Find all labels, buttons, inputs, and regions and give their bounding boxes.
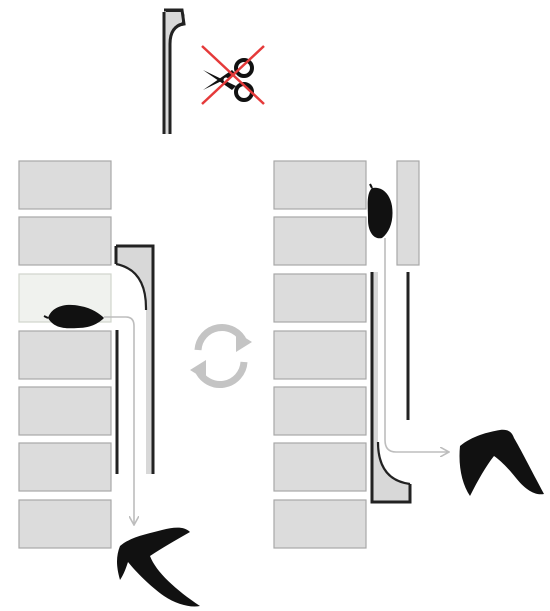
right-tube xyxy=(372,272,410,502)
left-block-5 xyxy=(19,387,111,435)
cut-tube-icon xyxy=(164,10,184,134)
right-block-1 xyxy=(274,161,366,209)
right-block-column xyxy=(274,161,366,548)
left-block-4 xyxy=(19,331,111,379)
left-block-column xyxy=(19,161,111,548)
left-bat-icon xyxy=(117,528,200,607)
right-block-3 xyxy=(274,274,366,322)
right-block-6 xyxy=(274,443,366,491)
right-block-7 xyxy=(274,500,366,548)
left-block-1 xyxy=(19,161,111,209)
left-block-7 xyxy=(19,500,111,548)
left-block-6 xyxy=(19,443,111,491)
refresh-cycle-icon xyxy=(190,327,252,384)
left-block-2 xyxy=(19,217,111,265)
right-block-4 xyxy=(274,331,366,379)
right-path-arrow xyxy=(385,238,448,452)
top-panel xyxy=(164,10,264,134)
right-mouse-icon xyxy=(368,184,393,238)
right-block-5 xyxy=(274,387,366,435)
right-block-2 xyxy=(274,217,366,265)
right-detached-tube xyxy=(397,161,419,265)
right-bat-icon xyxy=(459,430,544,496)
